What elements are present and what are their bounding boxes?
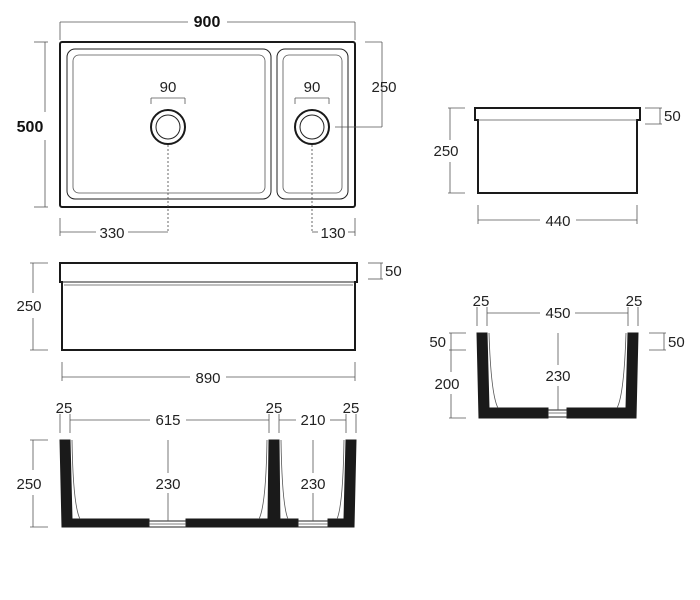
dim-section-large-wall-middle: 25: [266, 400, 283, 417]
dim-section-large-bowl-width: 615: [155, 412, 180, 429]
dim-large-waste-offset: 330: [99, 225, 124, 242]
large-bowl: [72, 54, 266, 194]
dim-section-side-lip-left: 50: [429, 334, 446, 351]
section-side-right-wall: [566, 332, 639, 419]
dim-section-large-height: 250: [16, 476, 41, 493]
dim-section-side-wall-right: 25: [626, 293, 643, 310]
dim-small-waste: 90: [304, 79, 321, 96]
dim-section-large-wall-right: 25: [343, 400, 360, 417]
small-bowl: [282, 54, 343, 194]
section-large-left-wall: [59, 439, 150, 528]
section-large-right-wall: [327, 439, 357, 528]
dim-section-large-small-bowl-width: 210: [300, 412, 325, 429]
small-waste-outlet: [294, 109, 330, 145]
large-waste-outlet: [150, 109, 186, 145]
dim-large-waste: 90: [160, 79, 177, 96]
side-view: 50 250 440: [433, 107, 681, 230]
dim-side-height: 250: [433, 143, 458, 160]
dim-section-side-bowl-width: 450: [545, 305, 570, 322]
dim-section-side-lower-height: 200: [434, 376, 459, 393]
dim-small-bowl-depth: 250: [371, 79, 396, 96]
plan-view: 900 500 90 90 250: [17, 14, 397, 242]
sink-outline: [59, 41, 356, 208]
section-side-left-wall: [476, 332, 549, 419]
section-large-middle-wall: [265, 439, 281, 528]
dim-section-side-bowl-depth: 230: [545, 368, 570, 385]
dim-section-large-small-bowl-depth: 230: [300, 476, 325, 493]
dim-overall-width: 900: [194, 14, 221, 31]
dim-section-side-wall-left: 25: [473, 293, 490, 310]
dim-front-lip: 50: [385, 263, 402, 280]
section-large: 25 615 25 210 25 250 230 230: [16, 400, 360, 528]
dim-section-large-wall-left: 25: [56, 400, 73, 417]
dim-small-waste-offset: 130: [320, 225, 345, 242]
front-view: 50 250 890: [16, 262, 402, 387]
dim-overall-depth: 500: [17, 119, 44, 136]
front-view-outline: [59, 262, 358, 351]
section-side: 25 450 25 50 50 200 230: [429, 293, 685, 419]
dim-section-side-lip-right: 50: [668, 334, 685, 351]
side-view-outline: [474, 107, 641, 194]
dim-front-height: 250: [16, 298, 41, 315]
dim-section-large-bowl-depth: 230: [155, 476, 180, 493]
dim-side-width: 440: [545, 213, 570, 230]
dim-side-lip: 50: [664, 108, 681, 125]
dim-front-width: 890: [195, 370, 220, 387]
